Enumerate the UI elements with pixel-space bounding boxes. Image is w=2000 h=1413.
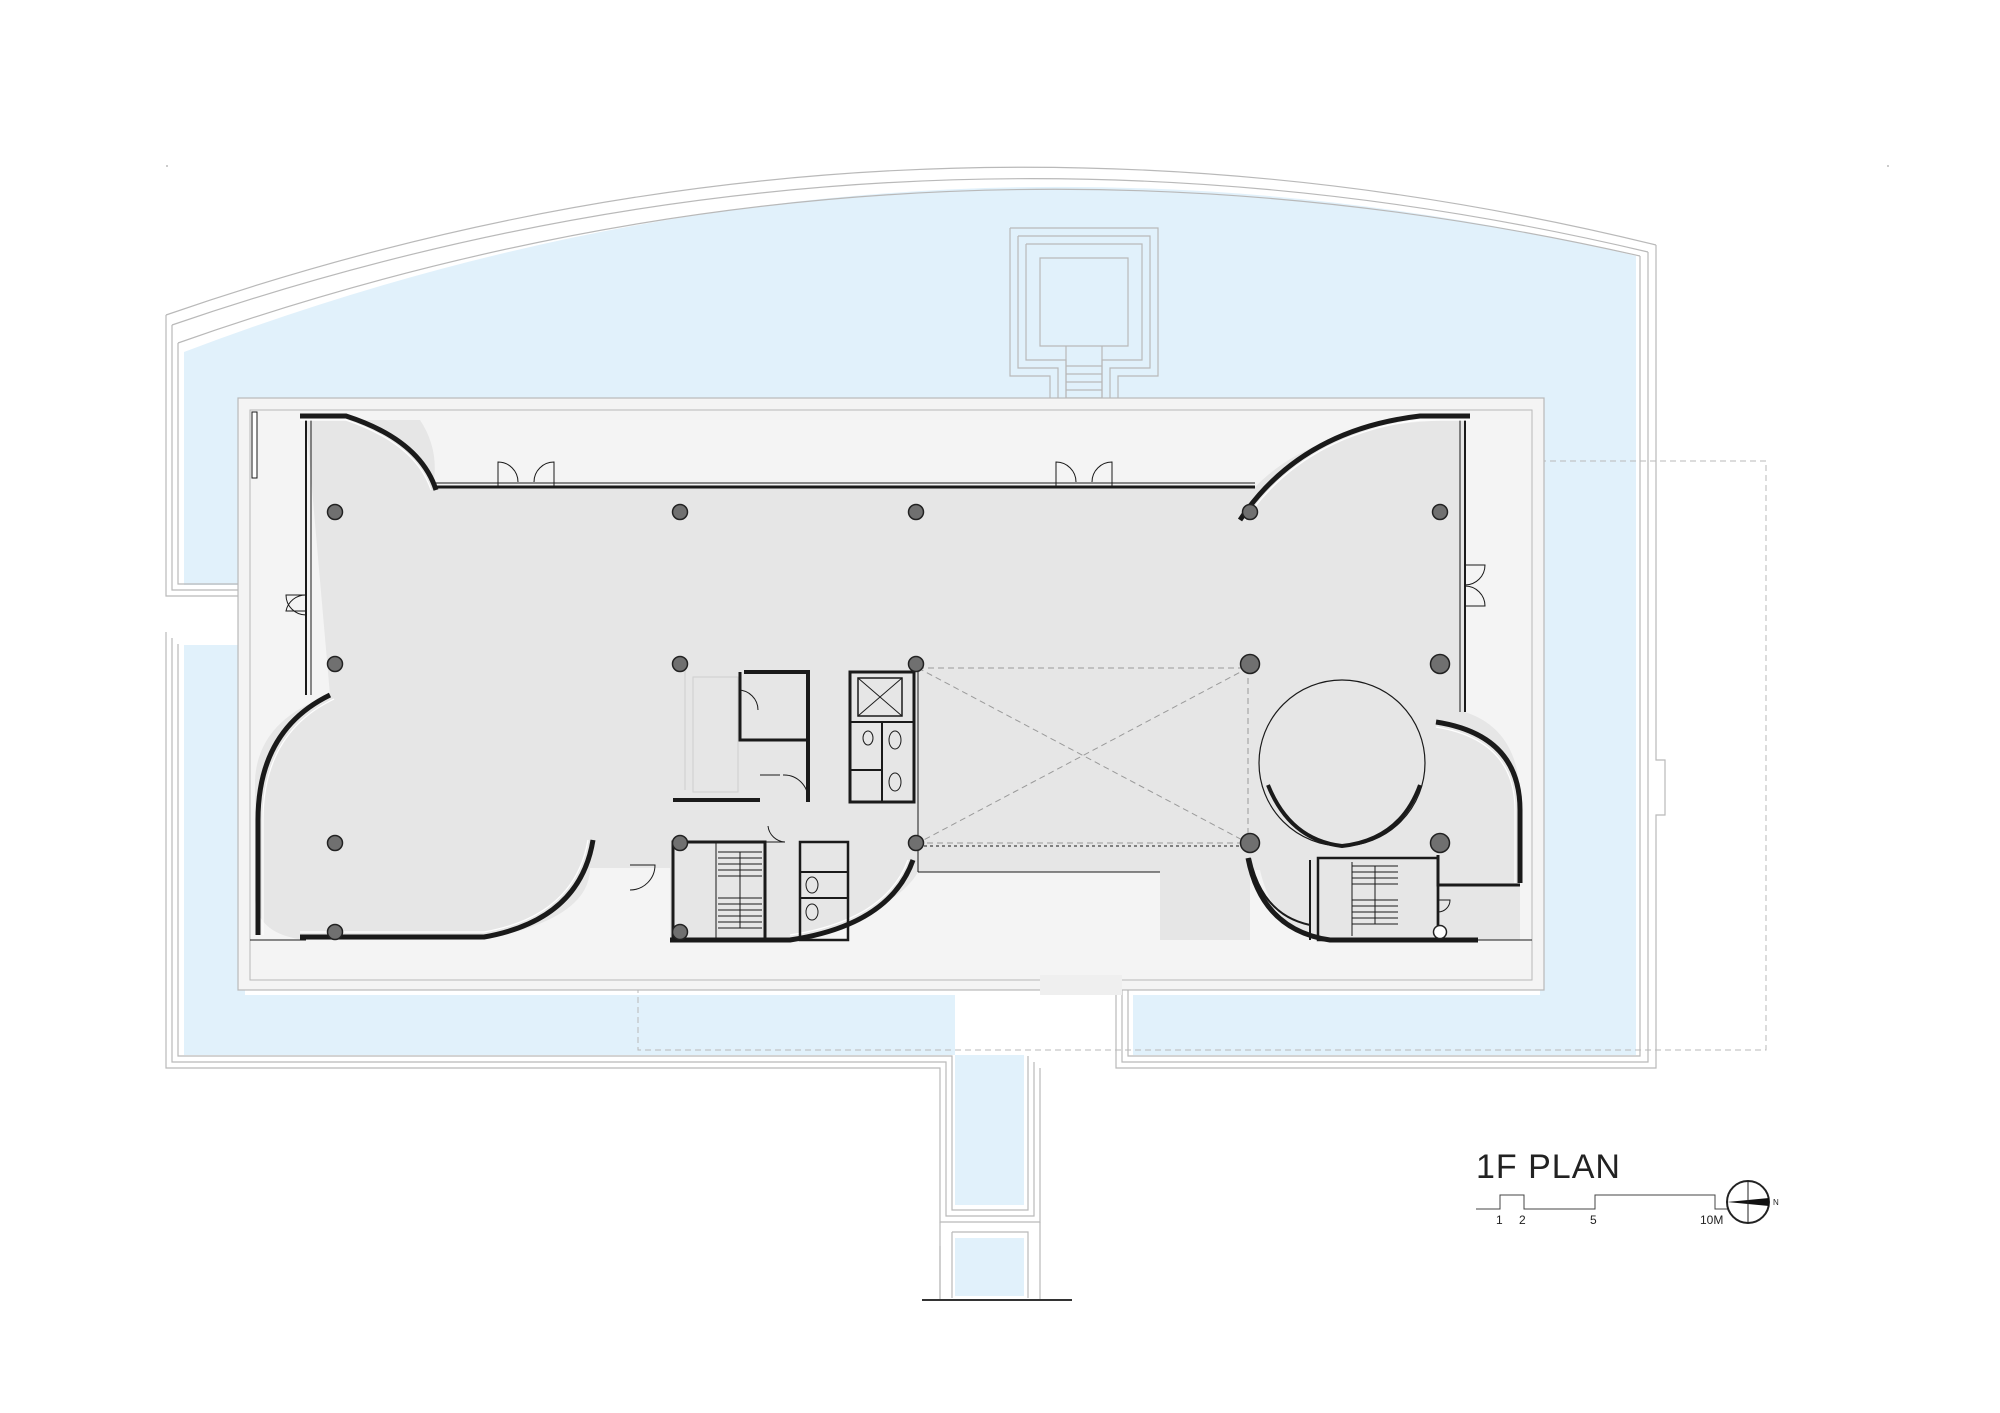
column <box>1239 832 1261 854</box>
column <box>671 923 689 941</box>
column <box>326 503 344 521</box>
column <box>1241 503 1259 521</box>
title-block: 1F PLAN 1 2 5 10M N <box>1476 1148 1779 1227</box>
column <box>326 923 344 941</box>
doors <box>285 461 1486 913</box>
column <box>671 655 689 673</box>
north-arrow-icon <box>1726 1180 1770 1224</box>
sheet-ticks <box>166 165 1889 167</box>
column <box>1429 653 1451 675</box>
column <box>671 834 689 852</box>
core-south-stair <box>671 825 850 942</box>
column <box>671 503 689 521</box>
interior-area <box>255 420 1520 940</box>
scale-bar <box>1476 1194 1728 1210</box>
north-entry-platform <box>1009 227 1159 407</box>
plan-title: 1F PLAN <box>1476 1148 1621 1186</box>
canopy-outline <box>637 460 1767 1051</box>
column <box>907 834 925 852</box>
column <box>907 655 925 673</box>
core-east-stair <box>1309 855 1520 942</box>
column <box>326 655 344 673</box>
scale-label-1: 1 <box>1496 1213 1503 1227</box>
column <box>1239 653 1261 675</box>
scale-label-2: 2 <box>1519 1213 1526 1227</box>
column <box>326 834 344 852</box>
north-label: N <box>1773 1198 1779 1207</box>
pool-outlines <box>165 166 1666 1301</box>
water-pool-south <box>955 1238 1024 1296</box>
core-west <box>673 665 810 802</box>
column-light <box>1432 924 1448 940</box>
walls <box>250 411 1532 943</box>
scale-label-5: 5 <box>1590 1213 1597 1227</box>
column <box>1431 503 1449 521</box>
circular-room <box>1258 679 1426 849</box>
scale-label-10m: 10M <box>1700 1213 1723 1227</box>
core-elevator-wc <box>848 670 916 804</box>
interior-floor <box>255 420 1520 940</box>
column <box>1429 832 1451 854</box>
columns <box>326 503 1451 941</box>
column <box>907 503 925 521</box>
